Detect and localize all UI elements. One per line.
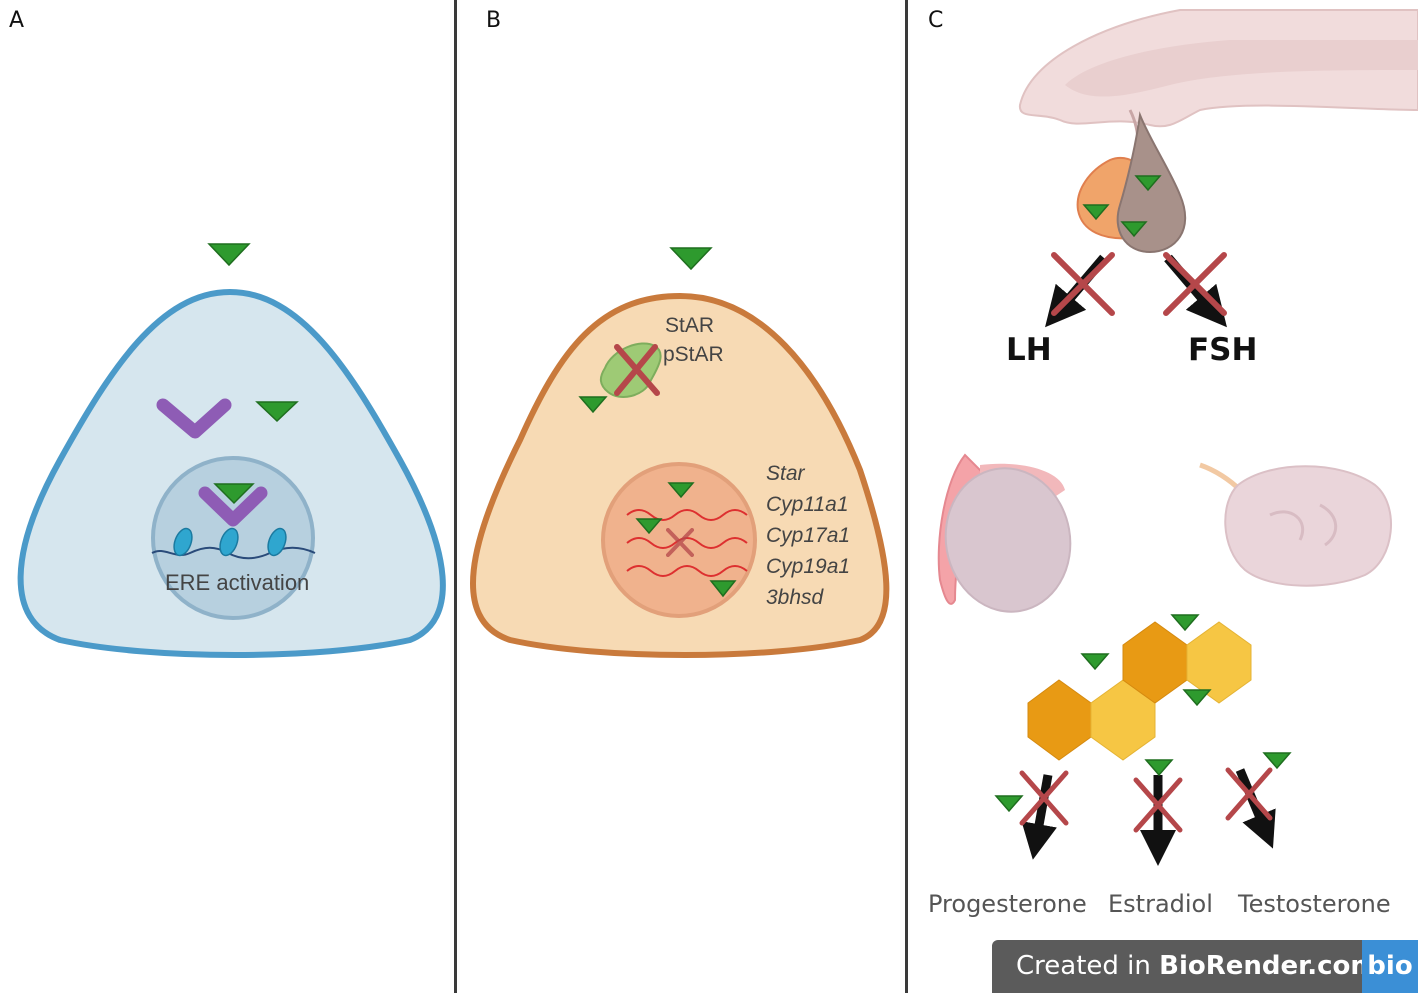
block-cross-icon bbox=[666, 528, 694, 557]
pstar-label: pStAR bbox=[663, 343, 724, 366]
ere-activation-label: ERE activation bbox=[165, 570, 310, 595]
ligand-icon bbox=[578, 396, 608, 414]
ligand-icon bbox=[1170, 614, 1200, 632]
panel-letter-b: B bbox=[486, 8, 502, 33]
ovary-illustration bbox=[1199, 462, 1392, 587]
ligand-icon bbox=[1082, 204, 1110, 221]
ligand-icon bbox=[667, 482, 695, 499]
progesterone-label: Progesterone bbox=[928, 890, 1087, 918]
ligand-icon bbox=[994, 795, 1024, 813]
gene-cyp17a1: Cyp17a1 bbox=[766, 524, 851, 547]
gene-cyp11a1: Cyp11a1 bbox=[766, 493, 849, 516]
panel-b bbox=[470, 247, 890, 658]
badge-prefix: Created in bbox=[1016, 951, 1160, 981]
ligand-icon bbox=[709, 580, 737, 598]
ligand-icon bbox=[1120, 221, 1148, 238]
testosterone-label: Testosterone bbox=[1238, 890, 1391, 918]
panel-letter-c: C bbox=[928, 8, 944, 33]
ligand-icon bbox=[635, 518, 663, 535]
estradiol-label: Estradiol bbox=[1108, 890, 1213, 918]
nucleosome-icon bbox=[173, 527, 287, 557]
panel-letter-a: A bbox=[9, 8, 25, 33]
ligand-icon bbox=[1182, 689, 1212, 707]
block-cross-icon bbox=[614, 344, 660, 396]
receptor-icon bbox=[156, 398, 232, 439]
biorender-badge bbox=[992, 940, 1418, 993]
ligand-icon bbox=[255, 401, 299, 423]
panel-divider-right bbox=[905, 0, 908, 993]
panel-c bbox=[937, 9, 1418, 866]
star-label: StAR bbox=[665, 314, 715, 337]
block-cross-icon bbox=[1051, 252, 1227, 316]
panel-divider-left bbox=[454, 0, 457, 993]
ligand-icon bbox=[213, 483, 255, 505]
gene-star: Star bbox=[766, 462, 805, 485]
badge-brand: BioRender.com bbox=[1159, 951, 1378, 981]
testis-illustration bbox=[937, 453, 1072, 613]
lh-label: LH bbox=[1006, 332, 1052, 368]
receptor-bound-icon bbox=[198, 486, 268, 527]
steroid-molecule-icon bbox=[1027, 621, 1252, 761]
gene-cyp19a1: Cyp19a1 bbox=[766, 555, 851, 578]
block-cross-icon bbox=[1019, 767, 1273, 833]
ligand-icon bbox=[207, 243, 251, 267]
biorender-logo-icon: bio bbox=[1362, 940, 1418, 993]
ligand-icon bbox=[1144, 759, 1174, 777]
panel-a bbox=[17, 243, 446, 658]
biorender-badge-text: Created in BioRender.com bbox=[1016, 951, 1378, 981]
fsh-label: FSH bbox=[1188, 332, 1258, 368]
ligand-icon bbox=[1262, 752, 1292, 770]
ligand-icon bbox=[669, 247, 713, 271]
progesterone-arrow bbox=[1021, 774, 1057, 860]
ligand-icon bbox=[1134, 175, 1162, 192]
gene-list: Star Cyp11a1 Cyp17a1 Cyp19a1 3bhsd bbox=[766, 458, 850, 613]
gene-3bhsd: 3bhsd bbox=[766, 586, 824, 609]
ligand-icon bbox=[1080, 653, 1110, 671]
